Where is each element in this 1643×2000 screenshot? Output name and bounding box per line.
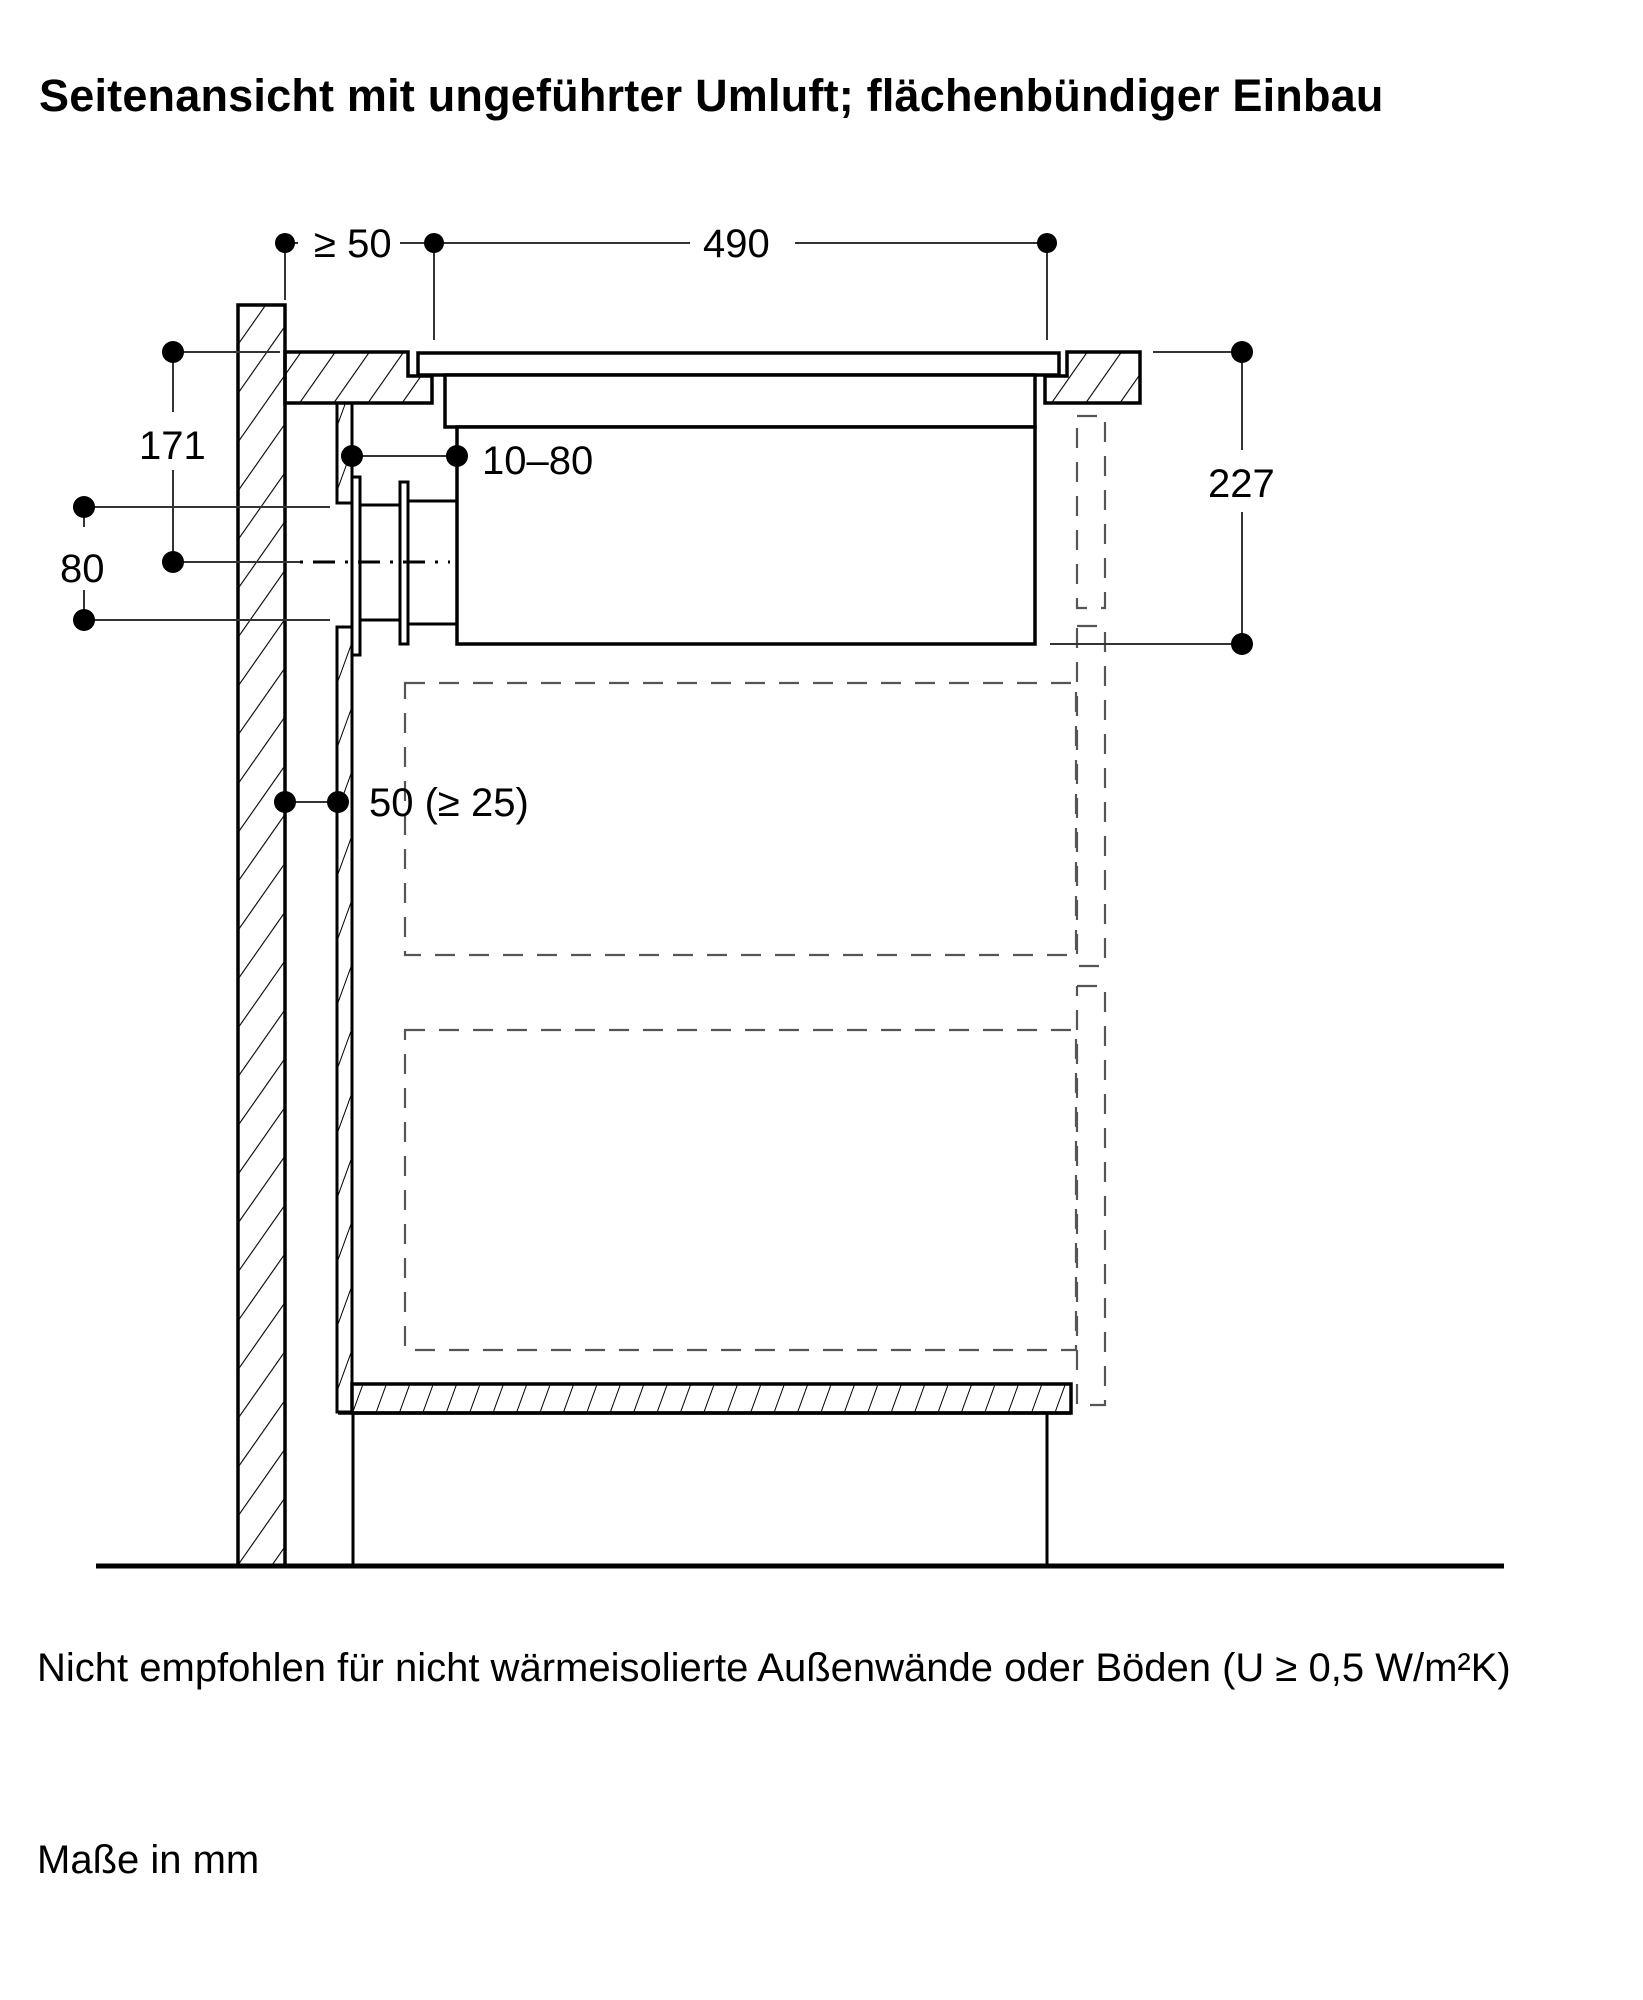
dim-rear-gap: 50 (≥ 25) xyxy=(369,781,529,825)
dim-pipe-diameter: 80 xyxy=(60,547,105,591)
dimension-point xyxy=(327,791,349,813)
cooktop xyxy=(416,351,1061,646)
dimension-227 xyxy=(1050,351,1243,645)
air-duct-pipe xyxy=(300,475,457,657)
dimension-171 xyxy=(172,351,300,563)
insulation-note: Nicht empfohlen für nicht wärmeisolierte… xyxy=(37,1646,1511,1690)
dimension-point xyxy=(1231,633,1253,655)
wall xyxy=(236,303,287,1568)
dimension-point xyxy=(162,341,184,363)
dimension-point xyxy=(1037,233,1057,253)
dim-total-height: 227 xyxy=(1208,462,1275,506)
cabinet-back-panel xyxy=(335,401,354,1414)
plinth xyxy=(351,1413,1049,1566)
dimension-point xyxy=(73,496,95,518)
dimension-point xyxy=(274,791,296,813)
cabinet-bottom-shelf xyxy=(338,1382,1073,1415)
dim-cooktop-depth: 490 xyxy=(703,222,770,266)
dimension-point xyxy=(424,233,444,253)
dimension-point xyxy=(1231,341,1253,363)
dimension-point xyxy=(446,445,468,467)
dim-pipe-gap: 10–80 xyxy=(482,439,593,483)
dimension-point xyxy=(341,445,363,467)
dimension-point xyxy=(162,551,184,573)
drawers-dashed xyxy=(403,414,1107,1407)
dim-wall-gap: ≥ 50 xyxy=(314,222,392,266)
dimension-point xyxy=(275,233,295,253)
dimension-80 xyxy=(83,506,330,621)
page-title: Seitenansicht mit ungeführter Umluft; fl… xyxy=(39,70,1384,121)
units-label: Maße in mm xyxy=(37,1838,260,1882)
dim-height-to-axis: 171 xyxy=(139,424,206,468)
dimension-top xyxy=(284,242,1048,340)
countertop-right xyxy=(1043,350,1142,405)
dimension-point xyxy=(73,609,95,631)
countertop-left xyxy=(283,350,434,405)
